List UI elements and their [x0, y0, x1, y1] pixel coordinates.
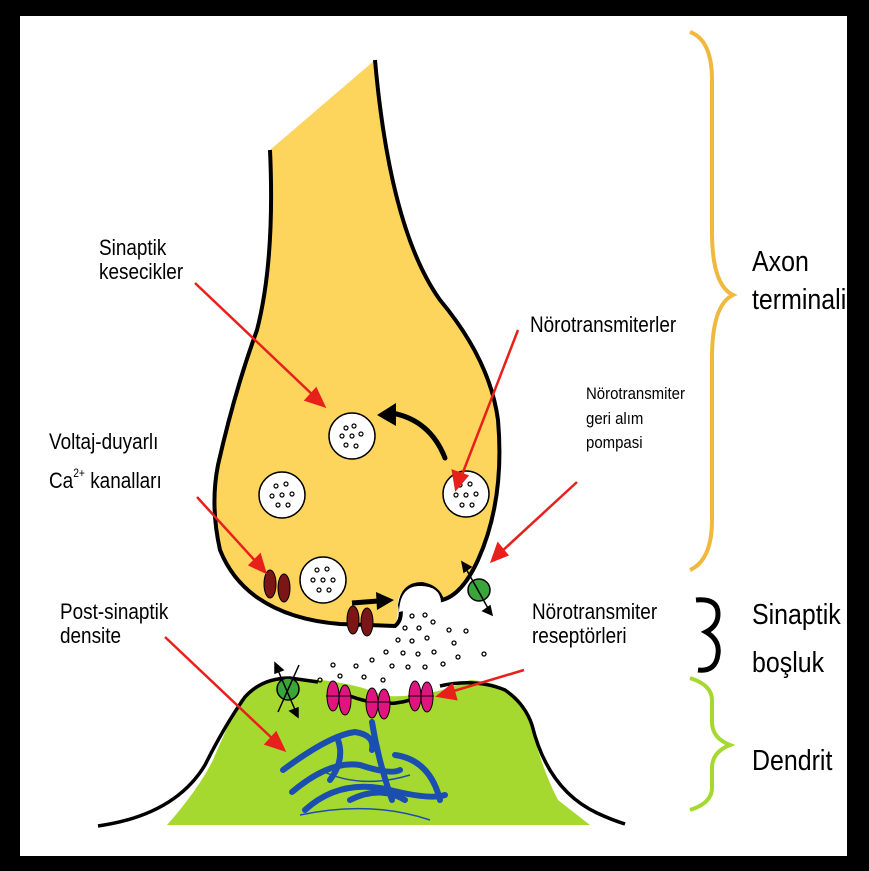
- label-ca-channels-1: Voltaj-duyarlı: [49, 430, 158, 453]
- label-receptors-1: Nörotransmiter: [532, 600, 657, 623]
- label-axon-2: terminali: [752, 283, 846, 318]
- dendrite-brace: [690, 678, 730, 810]
- label-cleft-1: Sinaptik: [752, 598, 841, 633]
- ca-suffix: kanalları: [85, 468, 162, 493]
- label-psd-1: Post-sinaptik: [60, 600, 168, 623]
- label-receptors-2: reseptörleri: [532, 624, 627, 647]
- label-axon-1: Axon: [752, 245, 809, 280]
- label-neurotransmitters: Nörotransmiterler: [530, 313, 676, 336]
- label-cleft-2: boşluk: [752, 646, 824, 681]
- label-dendrite: Dendrit: [752, 744, 832, 779]
- label-synaptic-vesicles-2: kesecikler: [99, 260, 183, 283]
- reuptake-pump: [468, 579, 490, 601]
- label-psd-2: densite: [60, 624, 121, 647]
- ca-superscript: 2+: [73, 466, 85, 480]
- label-reuptake-3: pompasi: [586, 434, 643, 452]
- ca-prefix: Ca: [49, 468, 73, 493]
- label-ca-channels-2: Ca2+ kanalları: [49, 468, 162, 494]
- label-synaptic-vesicles-1: Sinaptik: [99, 236, 166, 259]
- label-reuptake-1: Nörotransmiter: [586, 385, 685, 403]
- axon-brace: [690, 32, 733, 570]
- cleft-brace: [696, 600, 718, 670]
- label-reuptake-2: geri alım: [586, 410, 643, 428]
